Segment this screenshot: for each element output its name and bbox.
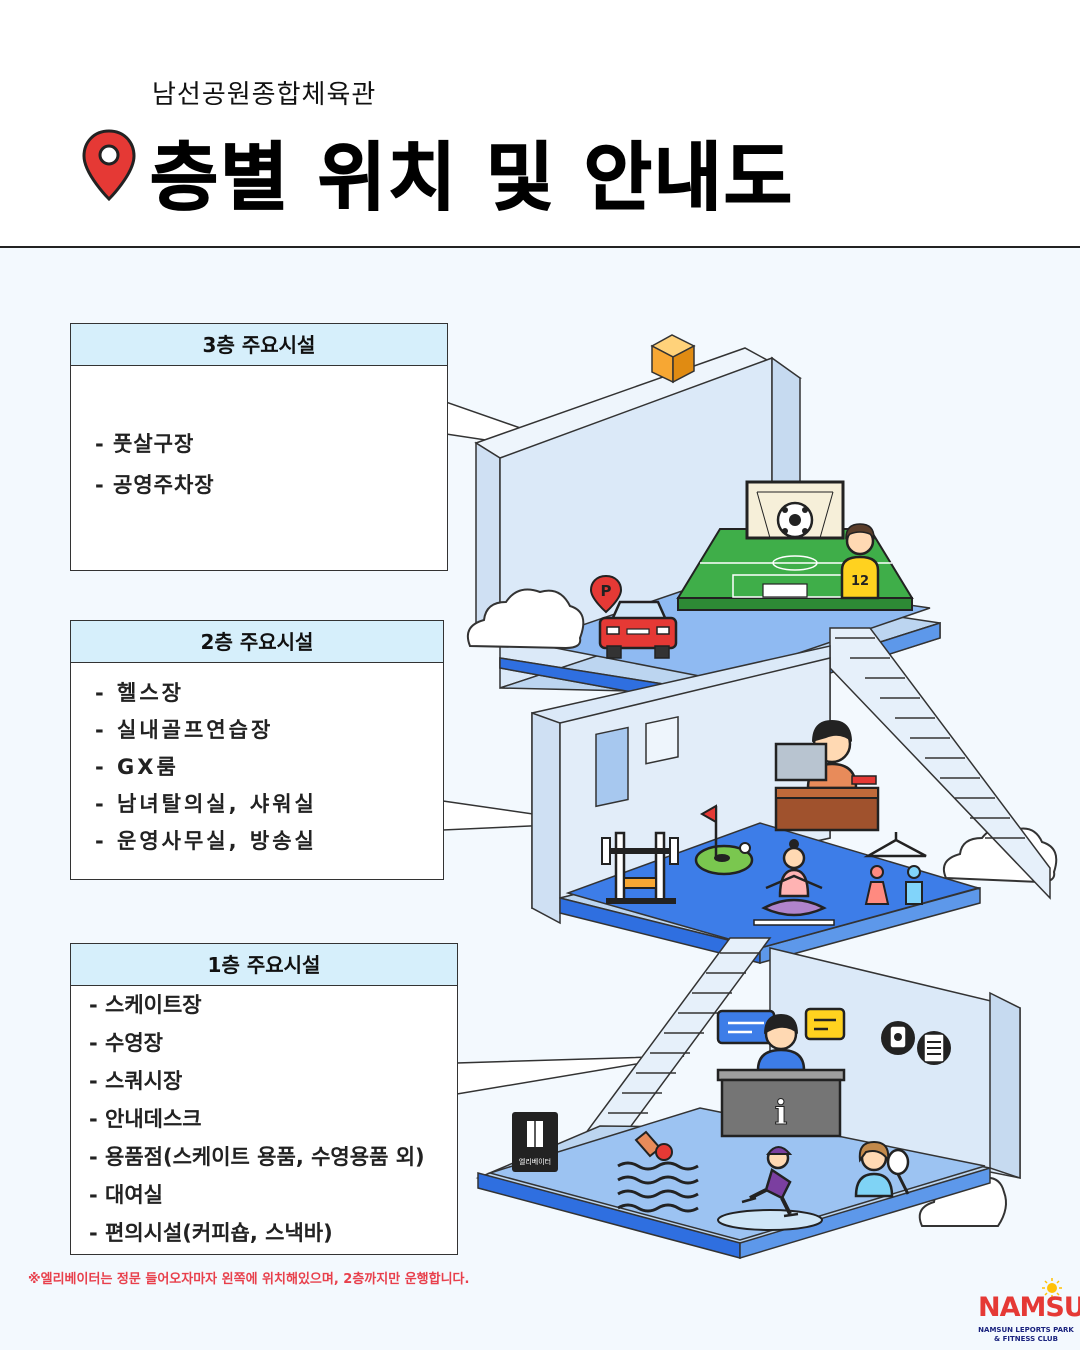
vending-machine-icon: [917, 1031, 951, 1065]
page-title: 층별 위치 및 안내도: [149, 134, 794, 222]
info-letter: i: [775, 1093, 788, 1133]
squat-rack-icon: [601, 831, 679, 904]
yoga-icon: [753, 839, 835, 926]
list-item: - 운영사무실, 방송실: [95, 829, 317, 853]
floor-1-heading: 1층 주요시설: [71, 944, 457, 986]
logo-wordmark: NAMSUN: [978, 1292, 1080, 1323]
list-item: - 스케이트장: [89, 993, 202, 1017]
list-item: - 용품점(스케이트 용품, 수영용품 외): [89, 1145, 425, 1169]
parking-icon: P: [589, 574, 623, 614]
swimmer-icon: [617, 1130, 699, 1213]
parking-letter: P: [601, 582, 612, 600]
info-desk-icon: i: [716, 1007, 846, 1138]
list-item: - 스쿼시장: [89, 1069, 183, 1093]
restroom-icon: [863, 832, 927, 905]
soccer-player-icon: 12: [840, 523, 880, 600]
sun-icon: [1042, 1278, 1062, 1298]
elevator-footnote: ※엘리베이터는 정문 들어오자마자 왼쪽에 위치해있으며, 2층까지만 운행합니…: [28, 1272, 470, 1287]
floor-guide-area: 12 P: [0, 248, 1080, 1350]
building-illustration: 12 P: [442, 334, 1058, 1260]
floor-2-info-box: 2층 주요시설 - 헬스장 - 실내골프연습장 - GX룸 - 남녀탈의실, 샤…: [70, 620, 444, 880]
cloud-icon: [466, 588, 585, 650]
floor-1-facility-list: - 스케이트장 - 수영장 - 스쿼시장 - 안내데스크 - 용품점(스케이트 …: [71, 986, 457, 1252]
list-item: - 실내골프연습장: [95, 718, 274, 742]
floor-2-heading: 2층 주요시설: [71, 621, 443, 663]
coffee-icon: [881, 1021, 915, 1055]
elevator-icon: 엘리베이터: [512, 1112, 558, 1172]
floor-1-info-box: 1층 주요시설 - 스케이트장 - 수영장 - 스쿼시장 - 안내데스크 - 용…: [70, 943, 458, 1255]
floor-3-heading: 3층 주요시설: [71, 324, 447, 366]
logo-subtitle-2: & FITNESS CLUB: [994, 1335, 1058, 1343]
list-item: - 안내데스크: [89, 1107, 202, 1131]
list-item: - GX룸: [95, 755, 179, 779]
list-item: - 공영주차장: [95, 473, 215, 497]
golf-flag-icon: [694, 804, 754, 876]
floor-2-room: [531, 645, 981, 964]
list-item: - 편의시설(커피숍, 스낵바): [89, 1221, 333, 1245]
elevator-label: 엘리베이터: [519, 1157, 551, 1166]
list-item: - 수영장: [89, 1031, 163, 1055]
floor-3-facility-list: - 풋살구장 - 공영주차장: [71, 366, 447, 506]
skater-icon: [717, 1146, 823, 1231]
namsun-logo: NAMSUN NAMSUN LEPORTS PARK & FITNESS CLU…: [978, 1278, 1080, 1348]
tennis-player-icon: [854, 1140, 910, 1198]
list-item: - 대여실: [89, 1183, 163, 1207]
floor-2-facility-list: - 헬스장 - 실내골프연습장 - GX룸 - 남녀탈의실, 샤워실 - 운영사…: [71, 663, 443, 860]
facility-name: 남선공원종합체육관: [152, 80, 377, 110]
list-item: - 풋살구장: [95, 432, 195, 456]
jersey-number: 12: [851, 574, 869, 589]
computer-desk-icon: [774, 720, 880, 832]
list-item: - 헬스장: [95, 681, 184, 705]
location-pin-icon: [82, 129, 136, 202]
soccer-ball-icon: [776, 501, 814, 539]
floor-3-info-box: 3층 주요시설 - 풋살구장 - 공영주차장: [70, 323, 448, 571]
list-item: - 남녀탈의실, 샤워실: [95, 792, 317, 816]
page-header: 남선공원종합체육관 층별 위치 및 안내도: [0, 0, 1080, 248]
logo-subtitle-1: NAMSUN LEPORTS PARK: [978, 1326, 1074, 1334]
car-icon: [598, 600, 678, 659]
